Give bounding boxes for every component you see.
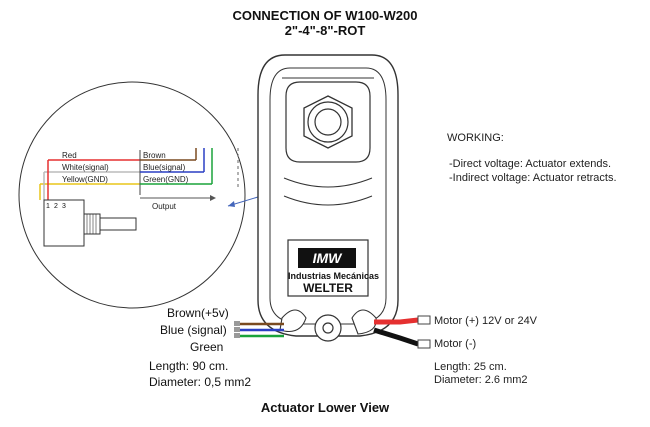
diagram-title: CONNECTION OF W100-W200 [232, 8, 418, 23]
left-cable-outlet [279, 309, 307, 333]
wire-label-yellow: Yellow(GND) [62, 175, 108, 184]
working-direct: -Direct voltage: Actuator extends. [449, 158, 612, 170]
output-label: Output [152, 202, 177, 211]
label-green: Green [190, 340, 224, 354]
bolt-inner-ring [314, 108, 342, 136]
right-cable-outlet [351, 309, 377, 335]
output-arrow-head [210, 195, 216, 201]
logo-company: Industrias Mecánicas [288, 271, 380, 281]
center-bolt-inner [322, 322, 334, 334]
wire-label-blue: Blue(signal) [143, 163, 186, 172]
diagram-subtitle: 2"-4"-8"-ROT [284, 23, 366, 38]
left-cable-length: Length: 90 cm. [149, 359, 229, 373]
terminal-red [417, 315, 431, 325]
label-motor-minus: Motor (-) [434, 338, 477, 350]
diagram-caption: Actuator Lower View [260, 400, 390, 415]
potentiometer-collar [83, 213, 101, 235]
logo-brand: IMW [312, 250, 342, 266]
right-cable-length: Length: 25 cm. [434, 361, 507, 373]
wire-label-red: Red [62, 151, 77, 160]
logo-name: WELTER [303, 281, 353, 295]
working-indirect: -Indirect voltage: Actuator retracts. [449, 172, 617, 184]
label-motor-plus: Motor (+) 12V or 24V [434, 315, 538, 327]
pot-pin-2: 2 [54, 203, 58, 210]
working-heading: WORKING: [447, 132, 504, 144]
wire-label-green: Green(GND) [143, 175, 189, 184]
right-cable-diameter: Diameter: 2.6 mm2 [434, 374, 528, 386]
cable-black [373, 327, 419, 347]
potentiometer-shaft [99, 217, 137, 231]
wire-label-brown: Brown [143, 151, 166, 160]
cable-red [374, 317, 419, 325]
logo-mark [298, 248, 356, 268]
left-cable-diameter: Diameter: 0,5 mm2 [149, 375, 252, 389]
label-brown-5v: Brown(+5v) [167, 306, 229, 320]
wire-label-white: White(signal) [62, 163, 109, 172]
pot-pin-3: 3 [62, 203, 66, 210]
pot-pin-1: 1 [46, 203, 50, 210]
label-blue-signal: Blue (signal) [160, 323, 227, 337]
terminal-black [417, 339, 431, 349]
detail-circle [18, 81, 246, 309]
